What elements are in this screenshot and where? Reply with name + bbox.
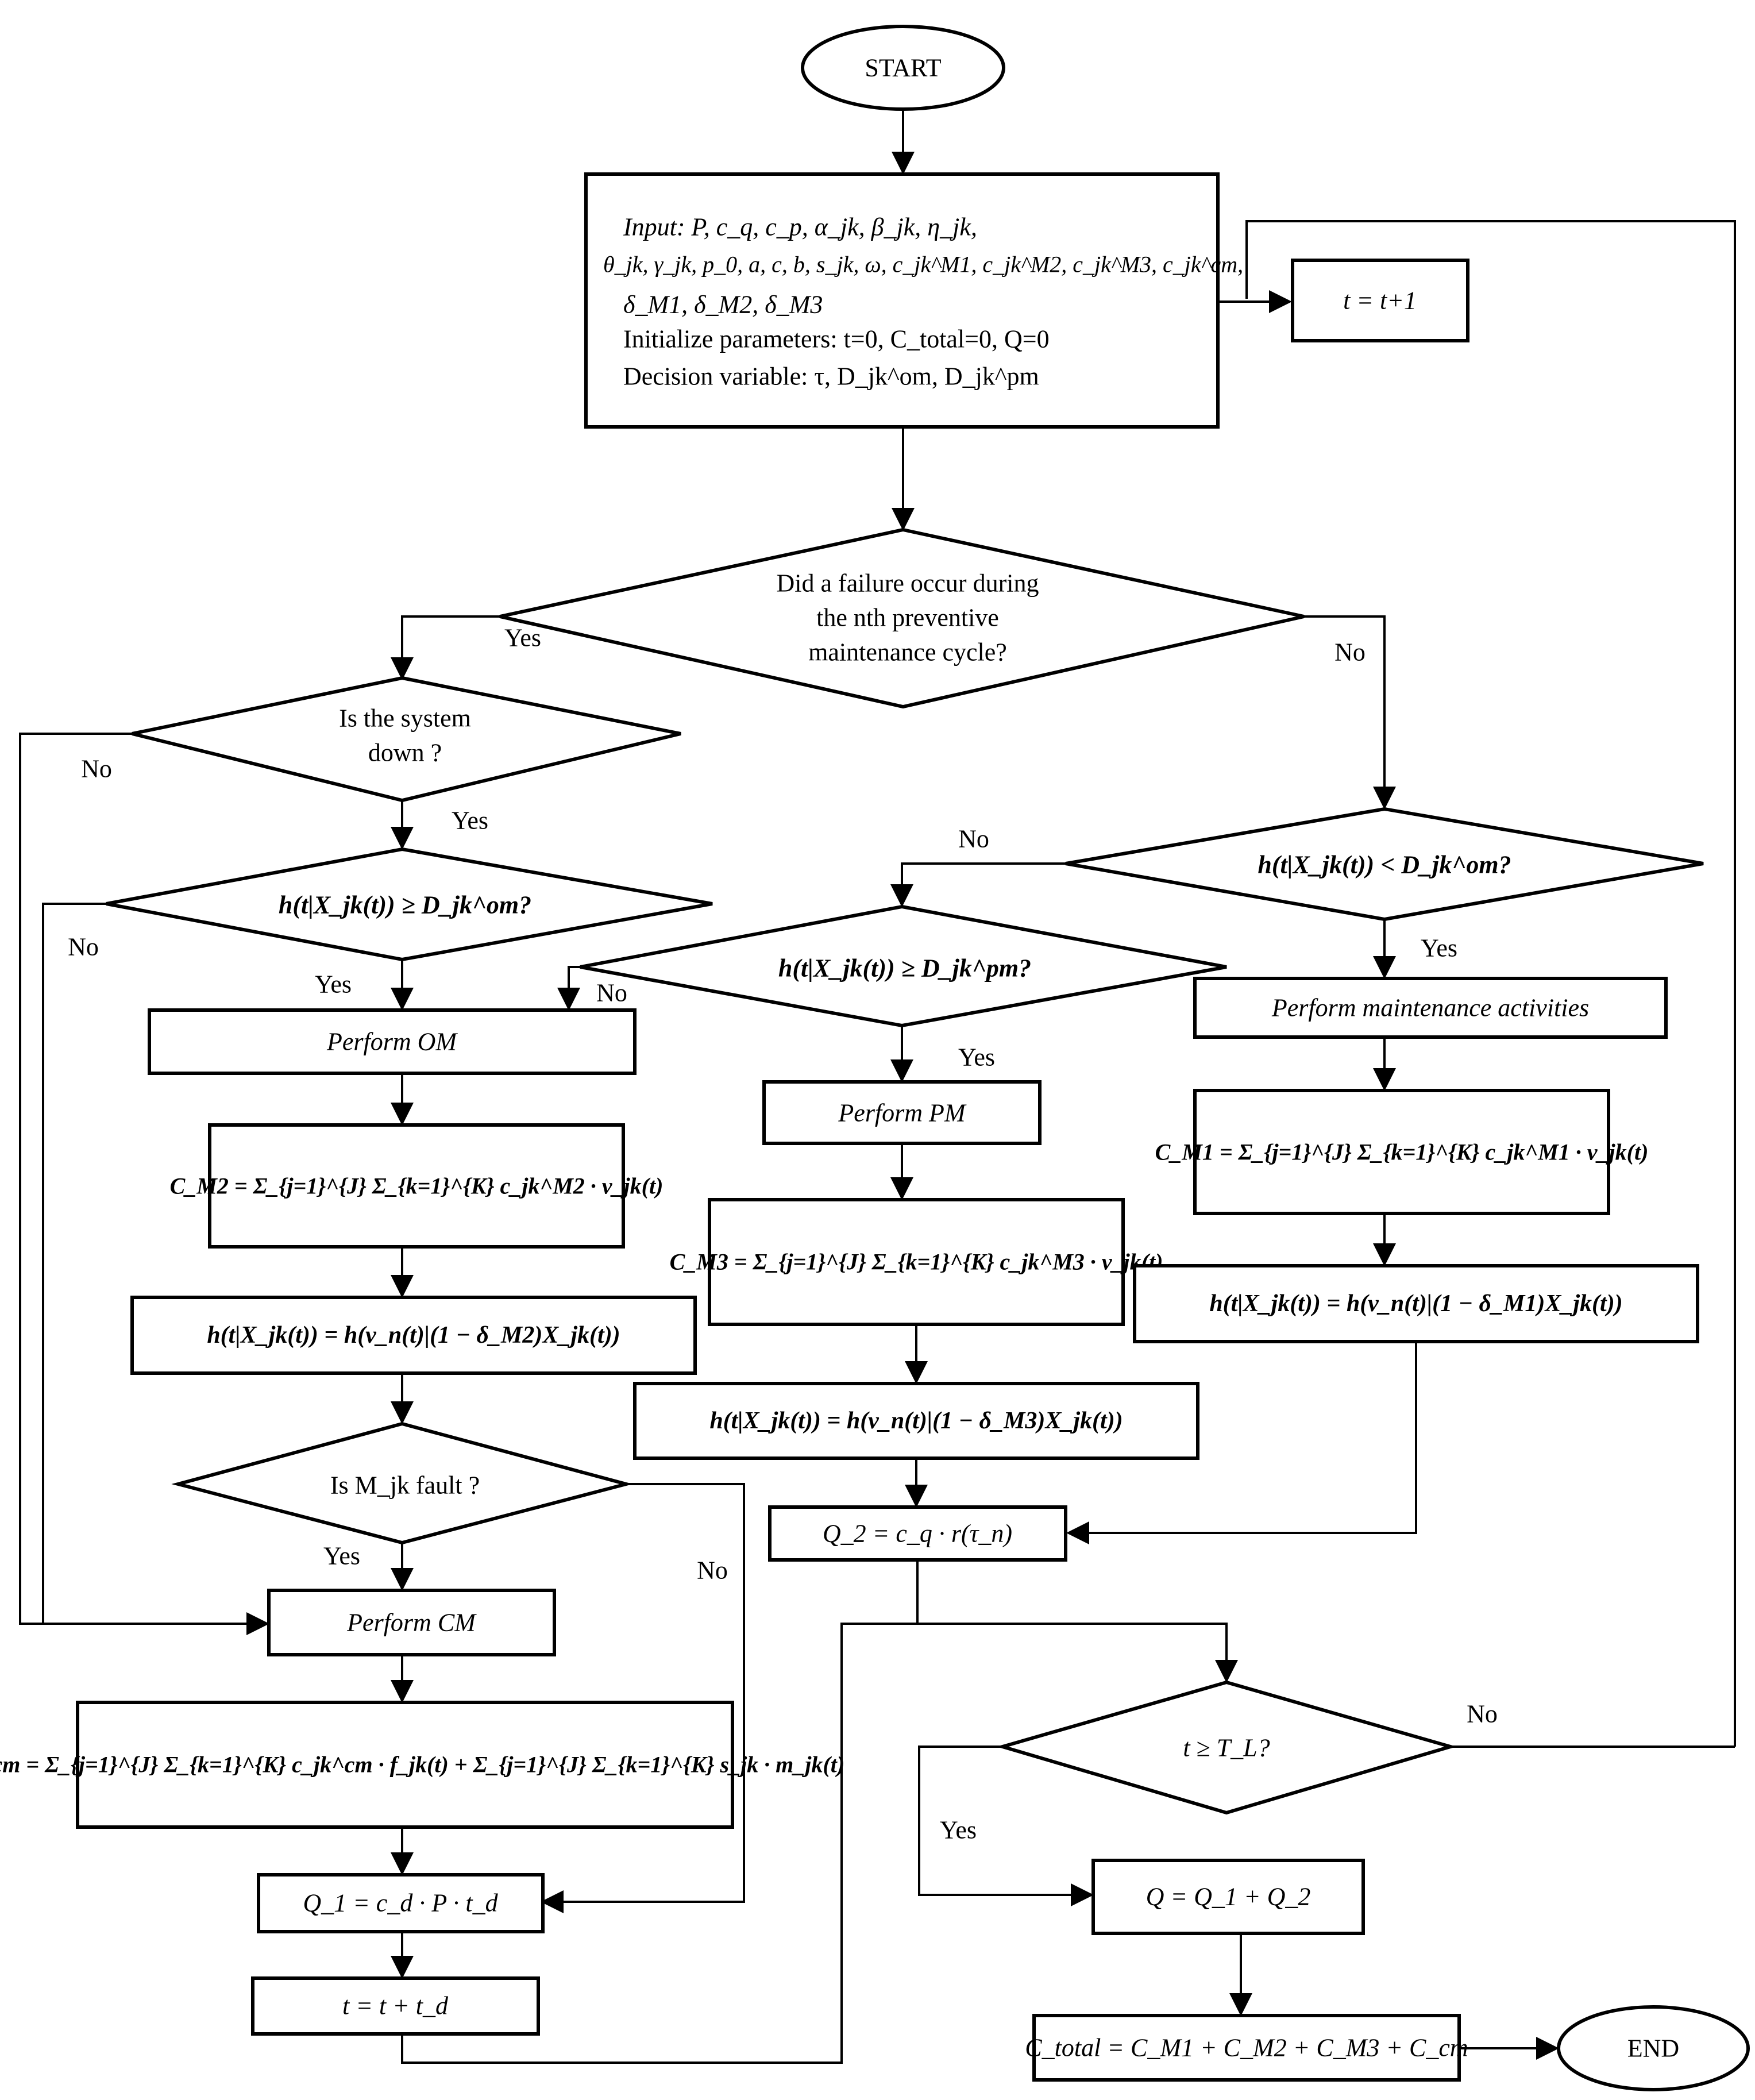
tl-decision: t ≥ T_L? <box>996 1680 1457 1815</box>
label-yes-tl: Yes <box>940 1816 977 1844</box>
failure-decision: Did a failure occur during the nth preve… <box>499 527 1305 709</box>
label-yes-om-threshold2: Yes <box>1421 934 1457 962</box>
label-yes-pm-threshold: Yes <box>958 1043 995 1072</box>
edge-tl-yes <box>918 1745 1094 1906</box>
label-no-system-down: No <box>81 755 112 783</box>
perform-maint-label: Perform maintenance activities <box>1271 994 1589 1022</box>
label-no-om-threshold: No <box>68 933 99 961</box>
failure-line2: the nth preventive <box>816 604 999 632</box>
hazard-m1-label: h(t|X_jk(t)) = h(v_n(t)|(1 − δ_M1)X_jk(t… <box>1209 1290 1622 1317</box>
perform-cm-label: Perform CM <box>346 1609 477 1637</box>
edge-mjk-no <box>541 1483 745 1913</box>
q2-node: Q_2 = c_q · r(τ_n) <box>768 1505 1067 1562</box>
om-threshold2-decision: h(t|X_jk(t)) < D_jk^om? <box>1065 807 1704 922</box>
q1-node: Q_1 = c_d · P · t_d <box>257 1873 545 1933</box>
om-threshold-decision: h(t|X_jk(t)) ≥ D_jk^om? <box>106 847 713 962</box>
label-no-failure: No <box>1334 638 1366 666</box>
cost-m1-label: C_M1 = Σ_{j=1}^{J} Σ_{k=1}^{K} c_jk^M1 ·… <box>1155 1139 1649 1165</box>
q-sum-node: Q = Q_1 + Q_2 <box>1091 1859 1365 1935</box>
pm-threshold-label: h(t|X_jk(t)) ≥ D_jk^pm? <box>778 954 1031 982</box>
cost-m1-node: C_M1 = Σ_{j=1}^{J} Σ_{k=1}^{K} c_jk^M1 ·… <box>1155 1089 1649 1215</box>
start-node: START <box>801 25 1005 111</box>
perform-cm-node: Perform CM <box>267 1589 556 1656</box>
edge-omthr-no <box>42 903 106 1624</box>
mjk-fault-decision: Is M_jk fault ? <box>171 1421 633 1545</box>
pm-threshold-decision: h(t|X_jk(t)) ≥ D_jk^pm? <box>580 904 1227 1028</box>
t-td-node: t = t + t_d <box>251 1976 540 2036</box>
end-node: END <box>1557 2005 1750 2091</box>
edge-labels: Yes No No Yes No Yes No Yes No Yes Yes N… <box>68 624 1498 1844</box>
cost-m3-label: C_M3 = Σ_{j=1}^{J} Σ_{k=1}^{K} c_jk^M3 ·… <box>670 1249 1163 1275</box>
om-threshold-label: h(t|X_jk(t)) ≥ D_jk^om? <box>279 891 531 919</box>
hazard-m2-node: h(t|X_jk(t)) = h(v_n(t)|(1 − δ_M2)X_jk(t… <box>130 1296 697 1375</box>
edge-failure-no <box>1304 615 1396 810</box>
hazard-m1-node: h(t|X_jk(t)) = h(v_n(t)|(1 − δ_M1)X_jk(t… <box>1133 1264 1699 1343</box>
input-node: Input: P, c_q, c_p, α_jk, β_jk, η_jk, θ_… <box>584 172 1243 429</box>
perform-om-node: Perform OM <box>148 1008 637 1075</box>
cost-m2-node: C_M2 = Σ_{j=1}^{J} Σ_{k=1}^{K} c_jk^M2 ·… <box>170 1123 664 1249</box>
system-down-line1: Is the system <box>339 704 471 733</box>
input-line5: Decision variable: τ, D_jk^om, D_jk^pm <box>623 363 1039 391</box>
q1-label: Q_1 = c_d · P · t_d <box>303 1889 498 1917</box>
label-no-tl: No <box>1467 1700 1498 1728</box>
start-label: START <box>865 54 941 82</box>
hazard-m2-label: h(t|X_jk(t)) = h(v_n(t)|(1 − δ_M2)X_jk(t… <box>207 1322 620 1348</box>
cost-m3-node: C_M3 = Σ_{j=1}^{J} Σ_{k=1}^{K} c_jk^M3 ·… <box>670 1198 1163 1326</box>
t-td-label: t = t + t_d <box>342 1992 449 2020</box>
edge-failure-yes <box>391 615 500 680</box>
c-total-label: C_total = C_M1 + C_M2 + C_M3 + C_cm <box>1025 2034 1468 2062</box>
edge-ttd-merge <box>401 1623 917 2064</box>
edge-sysdown-no <box>19 733 269 1635</box>
connectors <box>19 109 1736 2064</box>
om-threshold2-label: h(t|X_jk(t)) < D_jk^om? <box>1258 851 1511 879</box>
mjk-fault-label: Is M_jk fault ? <box>330 1471 480 1500</box>
edge-omthr2-no <box>890 862 1066 907</box>
label-no-mjk-fault: No <box>697 1556 728 1585</box>
q-sum-label: Q = Q_1 + Q_2 <box>1146 1883 1311 1911</box>
input-line2: θ_jk, γ_jk, p_0, a, c, b, s_jk, ω, c_jk^… <box>603 252 1243 278</box>
cost-cm-label: C_cm = Σ_{j=1}^{J} Σ_{k=1}^{K} c_jk^cm ·… <box>0 1752 844 1778</box>
failure-line1: Did a failure occur during <box>777 569 1039 598</box>
label-no-om-threshold2: No <box>958 825 989 853</box>
cost-m2-label: C_M2 = Σ_{j=1}^{J} Σ_{k=1}^{K} c_jk^M2 ·… <box>170 1173 664 1199</box>
input-line3: δ_M1, δ_M2, δ_M3 <box>623 291 823 319</box>
failure-line3: maintenance cycle? <box>808 638 1007 666</box>
hazard-m3-label: h(t|X_jk(t)) = h(v_n(t)|(1 − δ_M3)X_jk(t… <box>709 1408 1123 1434</box>
perform-maint-node: Perform maintenance activities <box>1193 977 1668 1039</box>
input-line4: Initialize parameters: t=0, C_total=0, Q… <box>623 325 1050 353</box>
edge-loop-top <box>1245 220 1736 1747</box>
edge-pmthr-no <box>557 966 597 1011</box>
perform-pm-node: Perform PM <box>762 1080 1042 1145</box>
edge-hazm1-q2 <box>1066 1342 1417 1544</box>
t-increment-label: t = t+1 <box>1343 287 1417 315</box>
perform-om-label: Perform OM <box>326 1028 458 1056</box>
edge-q2-tl <box>916 1560 1238 1683</box>
input-line1: Input: P, c_q, c_p, α_jk, β_jk, η_jk, <box>623 213 977 241</box>
perform-pm-label: Perform PM <box>838 1099 967 1127</box>
end-label: END <box>1627 2035 1679 2063</box>
cost-cm-node: C_cm = Σ_{j=1}^{J} Σ_{k=1}^{K} c_jk^cm ·… <box>0 1701 844 1829</box>
q2-label: Q_2 = c_q · r(τ_n) <box>823 1520 1012 1548</box>
label-yes-mjk-fault: Yes <box>323 1542 360 1570</box>
label-yes-om-threshold: Yes <box>315 970 352 999</box>
hazard-m3-node: h(t|X_jk(t)) = h(v_n(t)|(1 − δ_M3)X_jk(t… <box>633 1382 1199 1460</box>
label-yes-failure: Yes <box>504 624 541 652</box>
t-increment-node: t = t+1 <box>1291 259 1469 342</box>
label-no-pm-threshold: No <box>596 979 627 1007</box>
system-down-decision: Is the system down ? <box>132 676 681 803</box>
label-yes-system-down: Yes <box>452 807 488 835</box>
c-total-node: C_total = C_M1 + C_M2 + C_M3 + C_cm <box>1025 2014 1468 2082</box>
tl-label: t ≥ T_L? <box>1183 1734 1270 1762</box>
system-down-line2: down ? <box>368 739 442 767</box>
